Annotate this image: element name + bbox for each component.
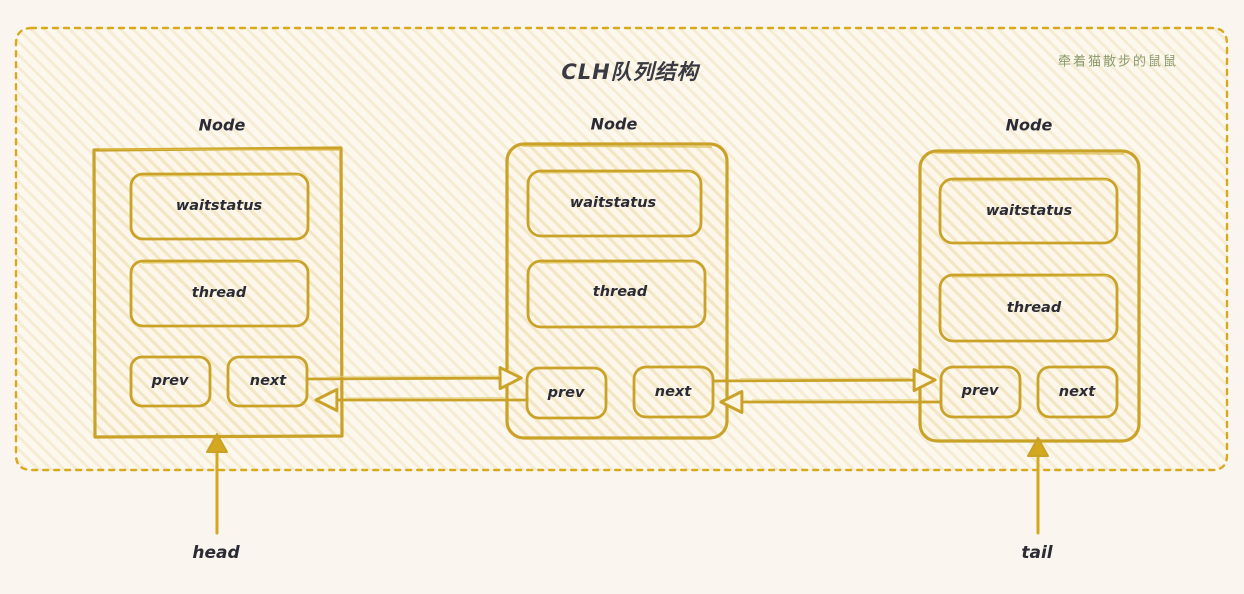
link-sketch-1	[329, 375, 501, 378]
node-1-prev-box[interactable]	[129, 355, 212, 408]
node-3[interactable]	[918, 149, 1141, 443]
node-1-waitstatus-box[interactable]	[129, 172, 310, 241]
node-3-waitstatus-box[interactable]	[938, 177, 1119, 245]
link-sketch-3	[739, 377, 911, 380]
node-3-sketch-line	[934, 152, 1125, 155]
node-3-next-box[interactable]	[1036, 365, 1119, 419]
link-node2-prev-to-node1-next	[314, 388, 529, 412]
node-1-next-box[interactable]	[226, 355, 309, 408]
node-3-thread-sketch	[951, 275, 1109, 278]
link-node1-next-to-node2-prev	[306, 366, 523, 391]
node-2-waitstatus-sketch	[539, 171, 693, 174]
link-node3-prev-to-node2-next	[719, 390, 943, 414]
node-1[interactable]	[92, 146, 344, 439]
node-1-thread-box[interactable]	[129, 259, 310, 328]
node-3-waitstatus-sketch	[951, 179, 1109, 182]
link-arrow-forward-2	[712, 368, 937, 393]
link-arrow-forward-1	[306, 366, 523, 391]
node-3-thread-box[interactable]	[938, 273, 1119, 343]
node-2-next-box[interactable]	[632, 365, 715, 419]
node-1-sketch-line	[98, 148, 341, 151]
node-2[interactable]	[505, 142, 729, 440]
link-node2-next-to-node3-prev	[712, 368, 937, 393]
node-2-sketch-line	[521, 145, 713, 148]
node-2-thread-sketch	[539, 261, 697, 264]
node-1-waitstatus-sketch	[141, 174, 301, 177]
link-sketch-4	[751, 398, 919, 401]
node-3-prev-box[interactable]	[939, 365, 1022, 419]
link-sketch-2	[344, 396, 506, 399]
node-2-thread-box[interactable]	[526, 259, 707, 329]
node-1-thread-sketch	[141, 261, 301, 264]
node-2-prev-box[interactable]	[525, 366, 608, 420]
node-2-waitstatus-box[interactable]	[526, 169, 703, 238]
